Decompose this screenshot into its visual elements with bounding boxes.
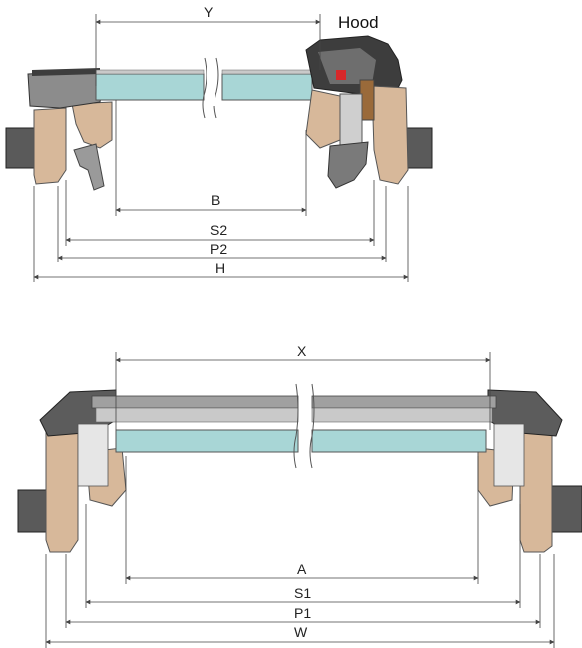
left-handle xyxy=(73,143,105,191)
bottom-section: X A S1 P1 W xyxy=(17,343,582,648)
left-cladding-cap xyxy=(32,68,100,76)
dimension-lines-top xyxy=(33,14,409,282)
top-break-mark xyxy=(202,57,219,119)
bottom-break-mark xyxy=(293,383,315,469)
hood-red-part xyxy=(336,70,346,80)
dim-label-b: B xyxy=(211,192,220,208)
right-timber-outer xyxy=(371,85,409,185)
bottom-right-timber-outer xyxy=(519,431,553,553)
dim-label-s2: S2 xyxy=(210,222,227,238)
left-timber-sash xyxy=(71,101,113,149)
right-timber-frame xyxy=(305,89,341,149)
bottom-glass-right xyxy=(311,429,487,453)
dim-label-h: H xyxy=(215,260,225,276)
left-timber-frame xyxy=(33,107,67,185)
bottom-left-wall-block xyxy=(17,489,49,533)
top-glass-left xyxy=(95,73,205,101)
top-glass-left-edge xyxy=(95,69,205,75)
top-break-gap xyxy=(207,66,215,106)
bottom-right-mechanism xyxy=(493,423,525,487)
bottom-right-wall-block xyxy=(551,485,582,533)
dim-label-a: A xyxy=(297,561,307,577)
dim-label-y: Y xyxy=(204,4,214,20)
bottom-rail-inner-right xyxy=(311,407,493,423)
dim-label-x: X xyxy=(297,343,307,359)
hood-label: Hood xyxy=(338,13,379,32)
right-handle xyxy=(327,141,369,189)
dim-label-s1: S1 xyxy=(294,585,311,601)
bottom-frame-rail-left xyxy=(91,395,299,409)
bottom-frame-rail-right xyxy=(311,395,497,409)
hood-inner xyxy=(318,48,376,84)
dim-label-w: W xyxy=(294,624,308,640)
bottom-rail-inner-left xyxy=(95,407,299,423)
top-section: Hood Y B S2 P2 H xyxy=(5,4,433,282)
bottom-left-mechanism xyxy=(77,423,109,487)
bottom-break-gap xyxy=(299,386,309,460)
left-wall-block xyxy=(5,127,37,169)
dim-label-p1: P1 xyxy=(294,605,311,621)
top-glass-right xyxy=(221,73,313,101)
top-glass-right-edge xyxy=(221,69,313,75)
bottom-left-timber-outer xyxy=(45,427,79,553)
bottom-glass-left xyxy=(115,429,299,453)
dim-label-p2: P2 xyxy=(210,241,227,257)
right-mechanism xyxy=(339,93,363,151)
dimension-lines-bottom xyxy=(45,352,555,648)
